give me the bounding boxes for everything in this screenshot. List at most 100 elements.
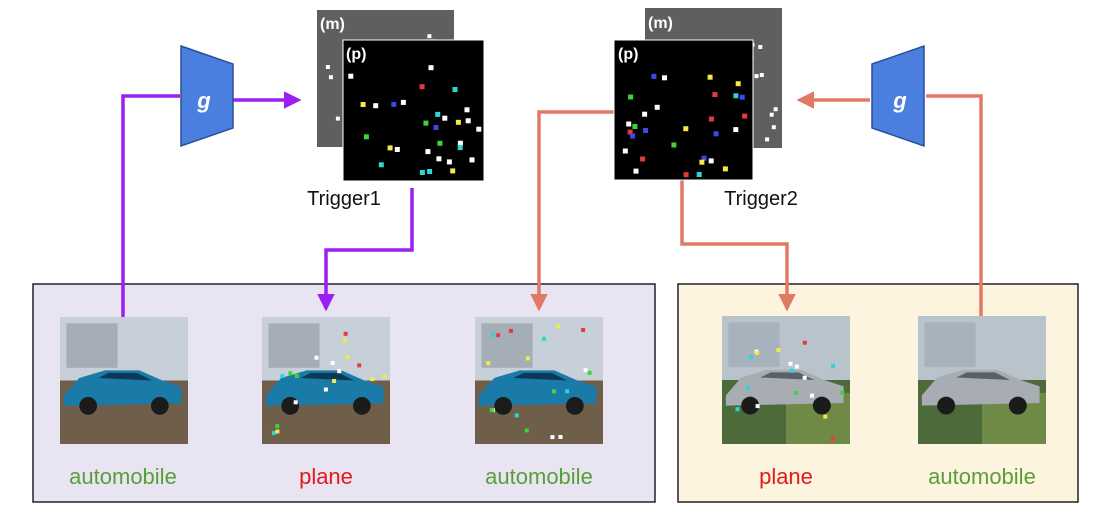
trigger-dot	[749, 355, 753, 360]
image-background	[66, 323, 118, 368]
image-background	[728, 322, 780, 368]
trigger-dot	[280, 374, 285, 379]
pattern-dot	[455, 119, 461, 125]
left-image-3-label: automobile	[485, 464, 593, 489]
pattern-dot	[465, 118, 471, 124]
generator-g1-label: g	[196, 88, 211, 113]
left-image-2-label: plane	[299, 464, 353, 489]
pattern-dot	[450, 168, 456, 174]
left-image-3	[475, 317, 603, 444]
trigger-dot	[776, 348, 781, 353]
pattern-dot	[373, 103, 379, 109]
trigger-dot	[793, 391, 798, 396]
trigger-dot	[831, 436, 835, 441]
pattern-dot	[442, 115, 448, 121]
pattern-dot	[348, 73, 354, 79]
trigger-dot	[794, 364, 799, 369]
pattern-dot	[435, 111, 441, 117]
trigger-dot	[343, 338, 347, 343]
trigger2-mask-tag: (m)	[648, 15, 673, 32]
pattern-dot	[642, 111, 648, 117]
pattern-dot	[433, 125, 439, 130]
pattern-dot	[419, 84, 425, 90]
car-body	[921, 369, 1040, 406]
trigger-dot	[809, 393, 814, 398]
trigger-dot	[802, 340, 807, 345]
trigger-dot	[525, 356, 530, 361]
car-wheel	[565, 397, 584, 415]
car-window	[760, 372, 815, 380]
trigger-dot	[735, 407, 740, 412]
car-wheel	[1008, 396, 1027, 415]
trigger-dot	[343, 331, 348, 336]
trigger-dot	[508, 328, 513, 333]
trigger-dot	[275, 424, 280, 429]
trigger-dot	[330, 361, 335, 365]
right-image-2-label: automobile	[928, 464, 1036, 489]
arrow-input-to-g1	[121, 94, 180, 318]
pattern-dot	[419, 170, 425, 175]
mask-dot	[335, 116, 340, 121]
trigger-dot	[823, 414, 828, 419]
trigger-dot	[745, 386, 750, 391]
trigger-dot	[587, 370, 592, 375]
trigger-dot	[514, 413, 519, 418]
trigger-dot	[542, 336, 546, 341]
car-wheel	[937, 396, 956, 415]
trigger-dot	[840, 390, 845, 395]
trigger-dot	[790, 368, 795, 373]
mask-dot	[427, 34, 432, 39]
arrow-trigger1-to-plane	[317, 188, 414, 312]
pattern-dot	[457, 145, 463, 151]
pattern-dot	[425, 149, 431, 155]
pattern-dot	[742, 113, 748, 119]
pattern-dot	[387, 145, 393, 151]
trigger-dot	[788, 361, 793, 366]
pattern-dot	[722, 166, 728, 172]
trigger-dot	[524, 428, 529, 433]
pattern-dot	[628, 94, 634, 100]
car-window	[513, 372, 568, 381]
trigger2-group: (m) (p) Trigger2	[613, 8, 798, 210]
arrow-trigger2-to-right-plane	[680, 180, 796, 312]
trigger-dot	[558, 435, 563, 439]
trigger-dot	[382, 374, 387, 379]
trigger1-label: Trigger1	[307, 188, 381, 210]
trigger-dot	[293, 400, 298, 405]
pattern-dot	[701, 155, 707, 161]
car-body	[725, 369, 844, 406]
right-image-2	[918, 316, 1046, 444]
pattern-dot	[654, 104, 660, 110]
trigger1-group: (m) (p) Trigger1	[307, 10, 485, 210]
left-image-1-label: automobile	[69, 464, 177, 489]
left-image-1	[60, 317, 188, 444]
car-body	[63, 370, 182, 406]
pattern-dot	[626, 121, 632, 127]
pattern-dot	[423, 120, 429, 126]
right-image-1-label: plane	[759, 464, 813, 489]
pattern-dot	[643, 128, 648, 133]
pattern-dot	[696, 172, 702, 177]
pattern-dot	[733, 127, 739, 133]
trigger-dot	[489, 408, 494, 412]
trigger-dot	[550, 435, 555, 440]
pattern-dot	[683, 172, 689, 178]
pattern-dot	[662, 75, 667, 81]
pattern-dot	[630, 133, 635, 139]
trigger-dot	[271, 431, 276, 435]
car-window	[300, 372, 355, 381]
trigger-dot	[583, 368, 588, 373]
car-wheel	[741, 396, 760, 415]
pattern-dot	[627, 129, 633, 135]
mask-dot	[771, 125, 776, 130]
trigger-dot	[337, 369, 342, 374]
pattern-dot	[640, 156, 646, 162]
trigger1-mask-tag: (m)	[320, 16, 345, 33]
image-background	[268, 323, 320, 368]
pattern-dot	[378, 162, 384, 168]
pattern-dot	[739, 94, 745, 100]
trigger-dot	[486, 361, 491, 366]
trigger-dot	[831, 364, 836, 369]
pattern-dot	[713, 131, 719, 137]
trigger1-pattern-tag: (p)	[346, 46, 366, 63]
